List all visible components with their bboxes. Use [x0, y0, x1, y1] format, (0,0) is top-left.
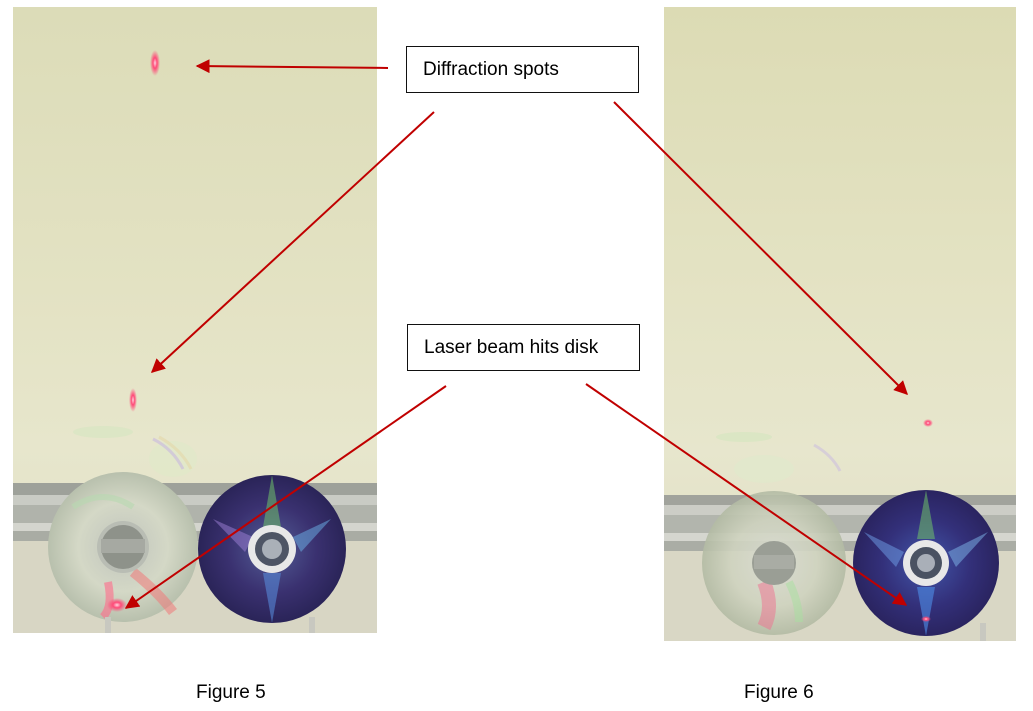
figure-6-caption: Figure 6: [744, 682, 814, 703]
figure-5-image: [13, 7, 377, 633]
laser-beam-callout: Laser beam hits disk: [407, 324, 640, 371]
diffraction-spots-label: Diffraction spots: [423, 58, 559, 80]
laser-beam-label: Laser beam hits disk: [424, 336, 599, 358]
figure-5-caption: Figure 5: [196, 682, 266, 703]
figure-6-image: [664, 7, 1016, 641]
figure-6-photo: [664, 7, 1016, 641]
diffraction-spots-callout: Diffraction spots: [406, 46, 639, 93]
figure-5-photo: [13, 7, 377, 633]
